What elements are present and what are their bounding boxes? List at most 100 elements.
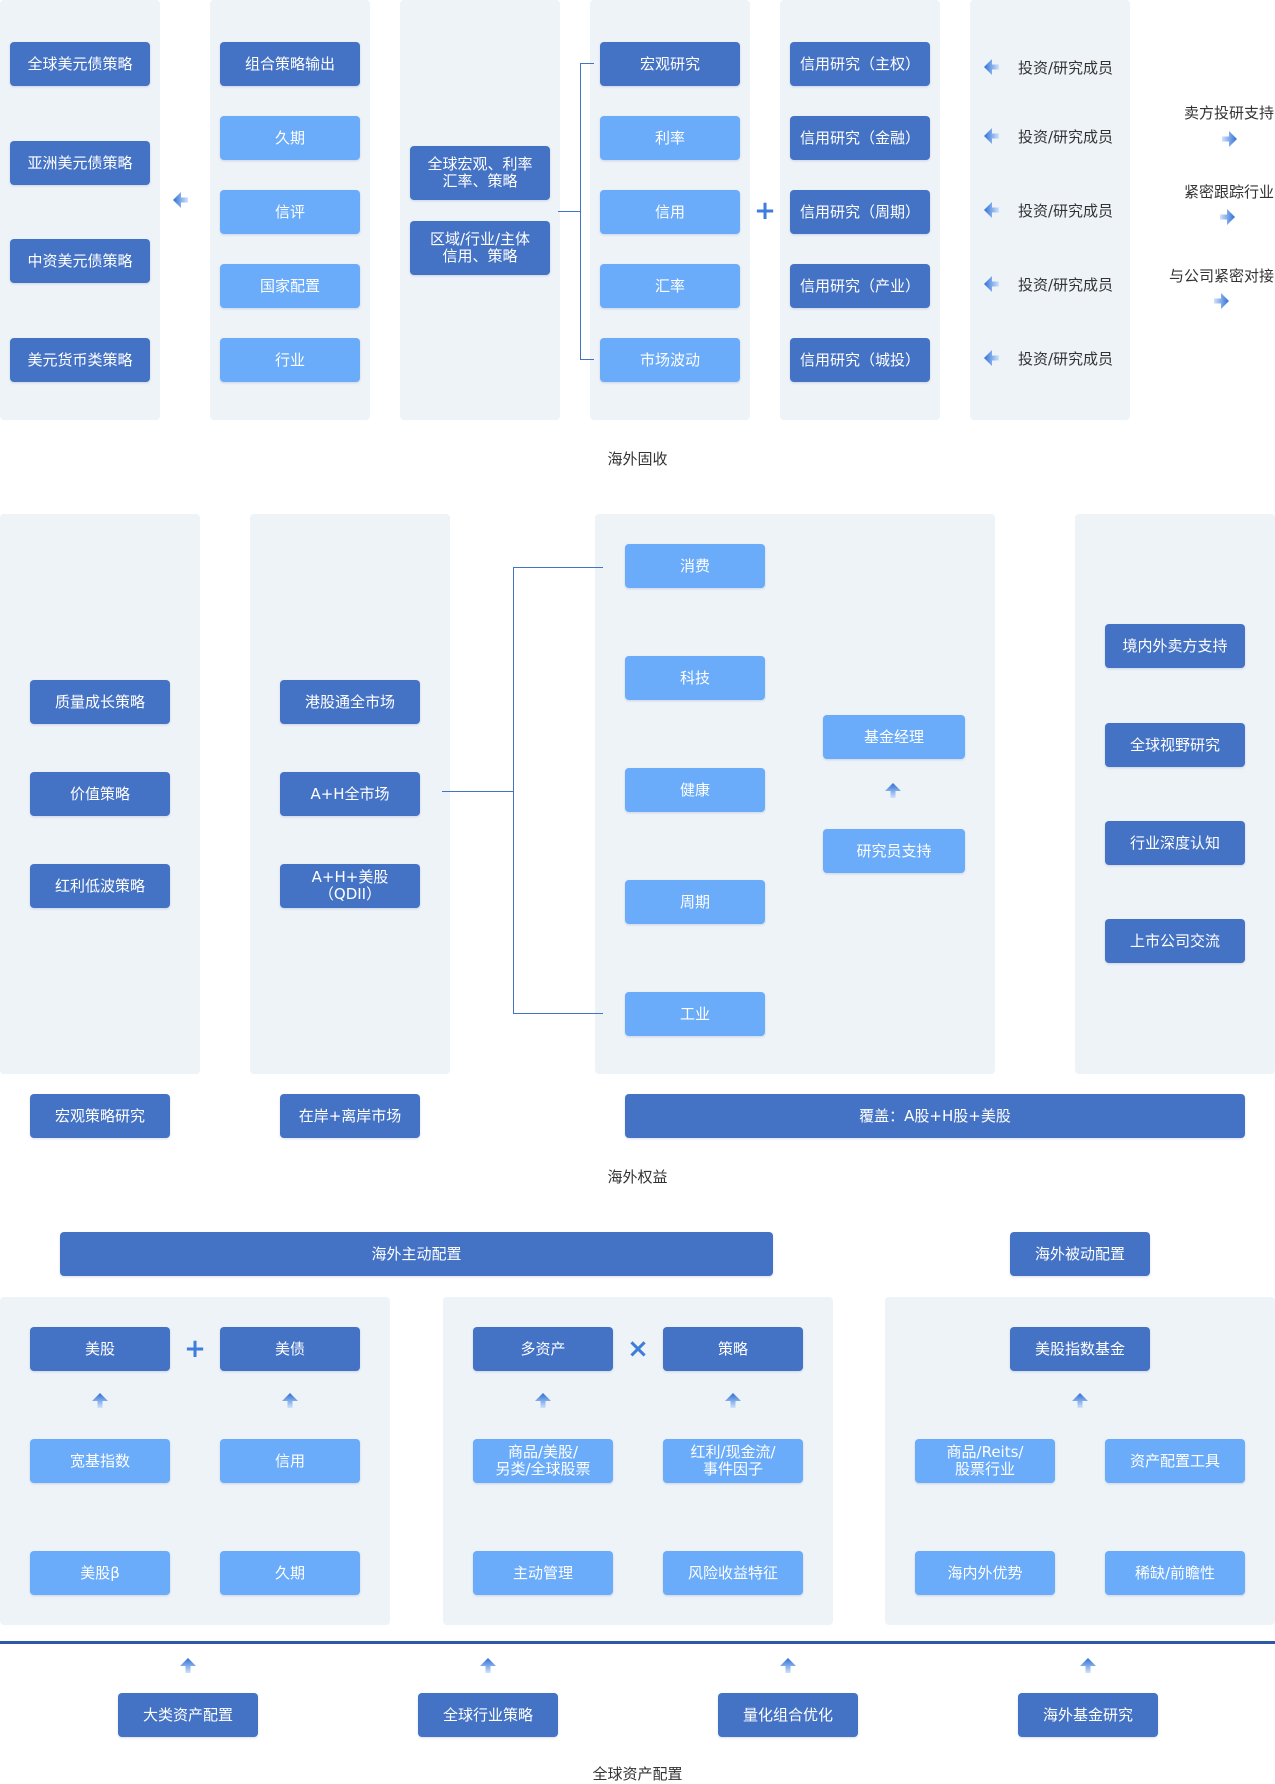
arrow-up-icon <box>884 781 902 799</box>
section-caption: 全球资产配置 <box>592 1765 683 1783</box>
eq-sector-box: 工业 <box>625 992 765 1036</box>
arrow-left-icon <box>171 191 189 209</box>
group2-mid-box: 商品/美股/ 另类/全球股票 <box>473 1439 613 1483</box>
section-caption: 海外权益 <box>607 1168 668 1186</box>
arrow-up-icon <box>534 1391 552 1409</box>
arrow-up-icon <box>779 1656 797 1674</box>
coverage-box: 覆盖：A股+H股+美股 <box>625 1094 1245 1138</box>
times-icon: × <box>627 1334 649 1364</box>
foundation-box: 海外基金研究 <box>1018 1693 1158 1737</box>
fi-output-box: 久期 <box>220 116 360 160</box>
fi-credit-box: 信用研究（城投） <box>790 338 930 382</box>
us-bond-box: 美债 <box>220 1327 360 1371</box>
fi-macro-box: 全球宏观、利率 汇率、策略 <box>410 146 550 200</box>
arrow-up-icon <box>179 1656 197 1674</box>
fi-credit-box: 信用研究（金融） <box>790 116 930 160</box>
foundation-box: 全球行业策略 <box>418 1693 558 1737</box>
connector-line <box>580 63 581 360</box>
arrow-right-icon <box>1221 130 1239 148</box>
fi-output-box: 国家配置 <box>220 264 360 308</box>
fi-research-box: 利率 <box>600 116 740 160</box>
arrow-left-icon <box>982 349 1000 367</box>
fi-note: 与公司紧密对接 <box>1168 267 1274 285</box>
strategy-box: 策略 <box>663 1327 803 1371</box>
arrow-left-icon <box>982 127 1000 145</box>
fi-research-box: 信用 <box>600 190 740 234</box>
eq-support-box: 行业深度认知 <box>1105 821 1245 865</box>
group1-bottom-box: 久期 <box>220 1551 360 1595</box>
eq-sector-box: 健康 <box>625 768 765 812</box>
connector-line <box>558 211 580 212</box>
group3-mid-box: 资产配置工具 <box>1105 1439 1245 1483</box>
group1-mid-box: 信用 <box>220 1439 360 1483</box>
researcher-box: 研究员支持 <box>823 829 965 873</box>
fi-member-label: 投资/研究成员 <box>1018 350 1114 368</box>
arrow-up-icon <box>1071 1391 1089 1409</box>
group1-mid-box: 宽基指数 <box>30 1439 170 1483</box>
us-index-fund-box: 美股指数基金 <box>1010 1327 1150 1371</box>
eq-market-box: A+H全市场 <box>280 772 420 816</box>
arrow-left-icon <box>982 275 1000 293</box>
fi-strategy-box: 中资美元债策略 <box>10 239 150 283</box>
group2-bottom-box: 风险收益特征 <box>663 1551 803 1595</box>
fi-research-box: 汇率 <box>600 264 740 308</box>
connector-line <box>513 1013 603 1014</box>
fund-manager-box: 基金经理 <box>823 715 965 759</box>
eq-sector-box: 科技 <box>625 656 765 700</box>
eq-strategy-box: 质量成长策略 <box>30 680 170 724</box>
fi-output-box: 组合策略输出 <box>220 42 360 86</box>
section-divider <box>0 1641 1275 1644</box>
eq-market-box: A+H+美股 （QDII） <box>280 864 420 908</box>
fi-note: 紧密跟踪行业 <box>1183 183 1274 201</box>
fi-credit-box: 信用研究（周期） <box>790 190 930 234</box>
us-stock-box: 美股 <box>30 1327 170 1371</box>
macro-strategy-research-box: 宏观策略研究 <box>30 1094 170 1138</box>
arrow-left-icon <box>982 58 1000 76</box>
multi-asset-box: 多资产 <box>473 1327 613 1371</box>
onshore-offshore-market-box: 在岸+离岸市场 <box>280 1094 420 1138</box>
fi-output-box: 行业 <box>220 338 360 382</box>
fi-strategy-box: 亚洲美元债策略 <box>10 141 150 185</box>
fi-credit-box: 信用研究（主权） <box>790 42 930 86</box>
fi-note: 卖方投研支持 <box>1183 104 1274 122</box>
fi-research-box: 市场波动 <box>600 338 740 382</box>
fi-credit-box: 信用研究（产业） <box>790 264 930 308</box>
fi-macro-panel <box>400 0 560 420</box>
connector-line <box>442 791 514 792</box>
fi-strategy-box: 全球美元债策略 <box>10 42 150 86</box>
group3-bottom-box: 海内外优势 <box>915 1551 1055 1595</box>
arrow-left-icon <box>982 201 1000 219</box>
connector-line <box>580 359 594 360</box>
passive-allocation-header: 海外被动配置 <box>1010 1232 1150 1276</box>
eq-strategy-box: 红利低波策略 <box>30 864 170 908</box>
foundation-box: 量化组合优化 <box>718 1693 858 1737</box>
fi-macro-box: 区域/行业/主体 信用、策略 <box>410 221 550 275</box>
connector-line <box>513 567 514 1014</box>
arrow-up-icon <box>1079 1656 1097 1674</box>
group2-mid-box: 红利/现金流/ 事件因子 <box>663 1439 803 1483</box>
group3-bottom-box: 稀缺/前瞻性 <box>1105 1551 1245 1595</box>
arrow-up-icon <box>479 1656 497 1674</box>
plus-icon: + <box>754 196 776 226</box>
section-caption: 海外固收 <box>607 450 668 468</box>
connector-line <box>513 567 603 568</box>
fi-research-box: 宏观研究 <box>600 42 740 86</box>
active-allocation-header: 海外主动配置 <box>60 1232 773 1276</box>
arrow-up-icon <box>91 1391 109 1409</box>
fi-strategy-box: 美元货币类策略 <box>10 338 150 382</box>
plus-icon: + <box>184 1334 206 1364</box>
eq-support-panel <box>1075 514 1275 1074</box>
eq-sector-box: 周期 <box>625 880 765 924</box>
eq-sector-box: 消费 <box>625 544 765 588</box>
group1-bottom-box: 美股β <box>30 1551 170 1595</box>
fi-member-label: 投资/研究成员 <box>1018 202 1114 220</box>
arrow-right-icon <box>1219 208 1237 226</box>
eq-support-box: 全球视野研究 <box>1105 723 1245 767</box>
arrow-up-icon <box>724 1391 742 1409</box>
group3-mid-box: 商品/Reits/ 股票行业 <box>915 1439 1055 1483</box>
fi-member-label: 投资/研究成员 <box>1018 128 1114 146</box>
fi-output-box: 信评 <box>220 190 360 234</box>
group2-bottom-box: 主动管理 <box>473 1551 613 1595</box>
foundation-box: 大类资产配置 <box>118 1693 258 1737</box>
eq-support-box: 境内外卖方支持 <box>1105 624 1245 668</box>
